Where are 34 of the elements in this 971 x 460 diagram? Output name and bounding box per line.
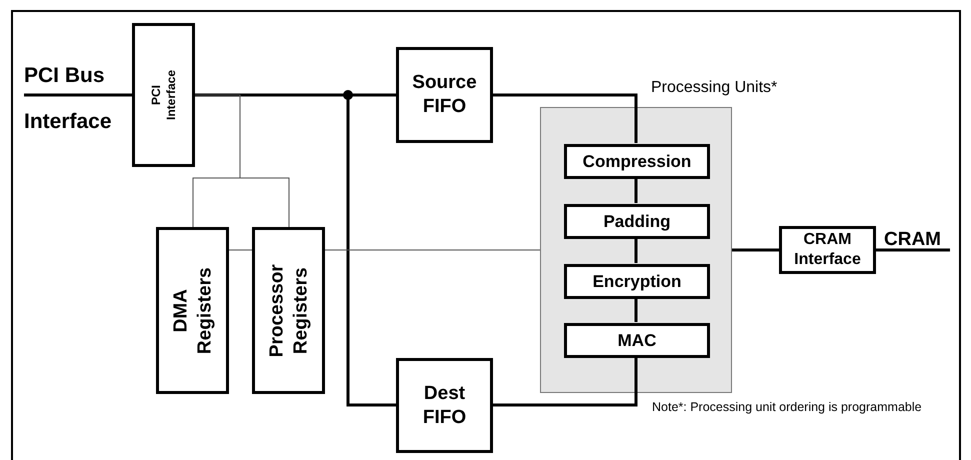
bus-label: PCI Bus	[24, 63, 105, 89]
fifo-block	[396, 47, 493, 143]
block-label: DMA Registers	[168, 266, 216, 356]
block-label: PCI Interface	[148, 68, 178, 122]
bus-label: Interface	[24, 109, 112, 135]
group-heading: Processing Units*	[651, 78, 778, 98]
block-label: MAC	[618, 330, 656, 352]
port-label: CRAM	[884, 228, 941, 252]
block-label: Source FIFO	[411, 71, 478, 119]
note-text: Note*: Processing unit ordering is programmable	[652, 399, 923, 416]
unit-block	[564, 264, 710, 299]
unit-block	[564, 323, 710, 358]
unit-block	[564, 144, 710, 179]
connector-line	[634, 178, 638, 203]
connector-line	[634, 238, 638, 263]
block-label: Encryption	[592, 270, 682, 293]
connector-line	[732, 248, 779, 252]
connector-line	[194, 94, 290, 228]
connector-line	[493, 357, 638, 406]
block-label: Processor Registers	[264, 263, 312, 359]
fifo-block	[396, 358, 493, 453]
unit-block	[564, 204, 710, 239]
block-label: CRAM Interface	[793, 230, 862, 270]
block-label: Dest FIFO	[422, 382, 468, 430]
connector-line	[876, 248, 950, 252]
register-block	[252, 227, 325, 394]
block-label: Compression	[582, 150, 692, 173]
connector-line	[634, 298, 638, 322]
connector-line	[24, 94, 132, 96]
block-label: Padding	[603, 210, 671, 233]
interface-block	[779, 226, 876, 274]
connector-line	[493, 94, 638, 143]
register-block	[156, 227, 229, 394]
interface-block	[132, 23, 195, 167]
